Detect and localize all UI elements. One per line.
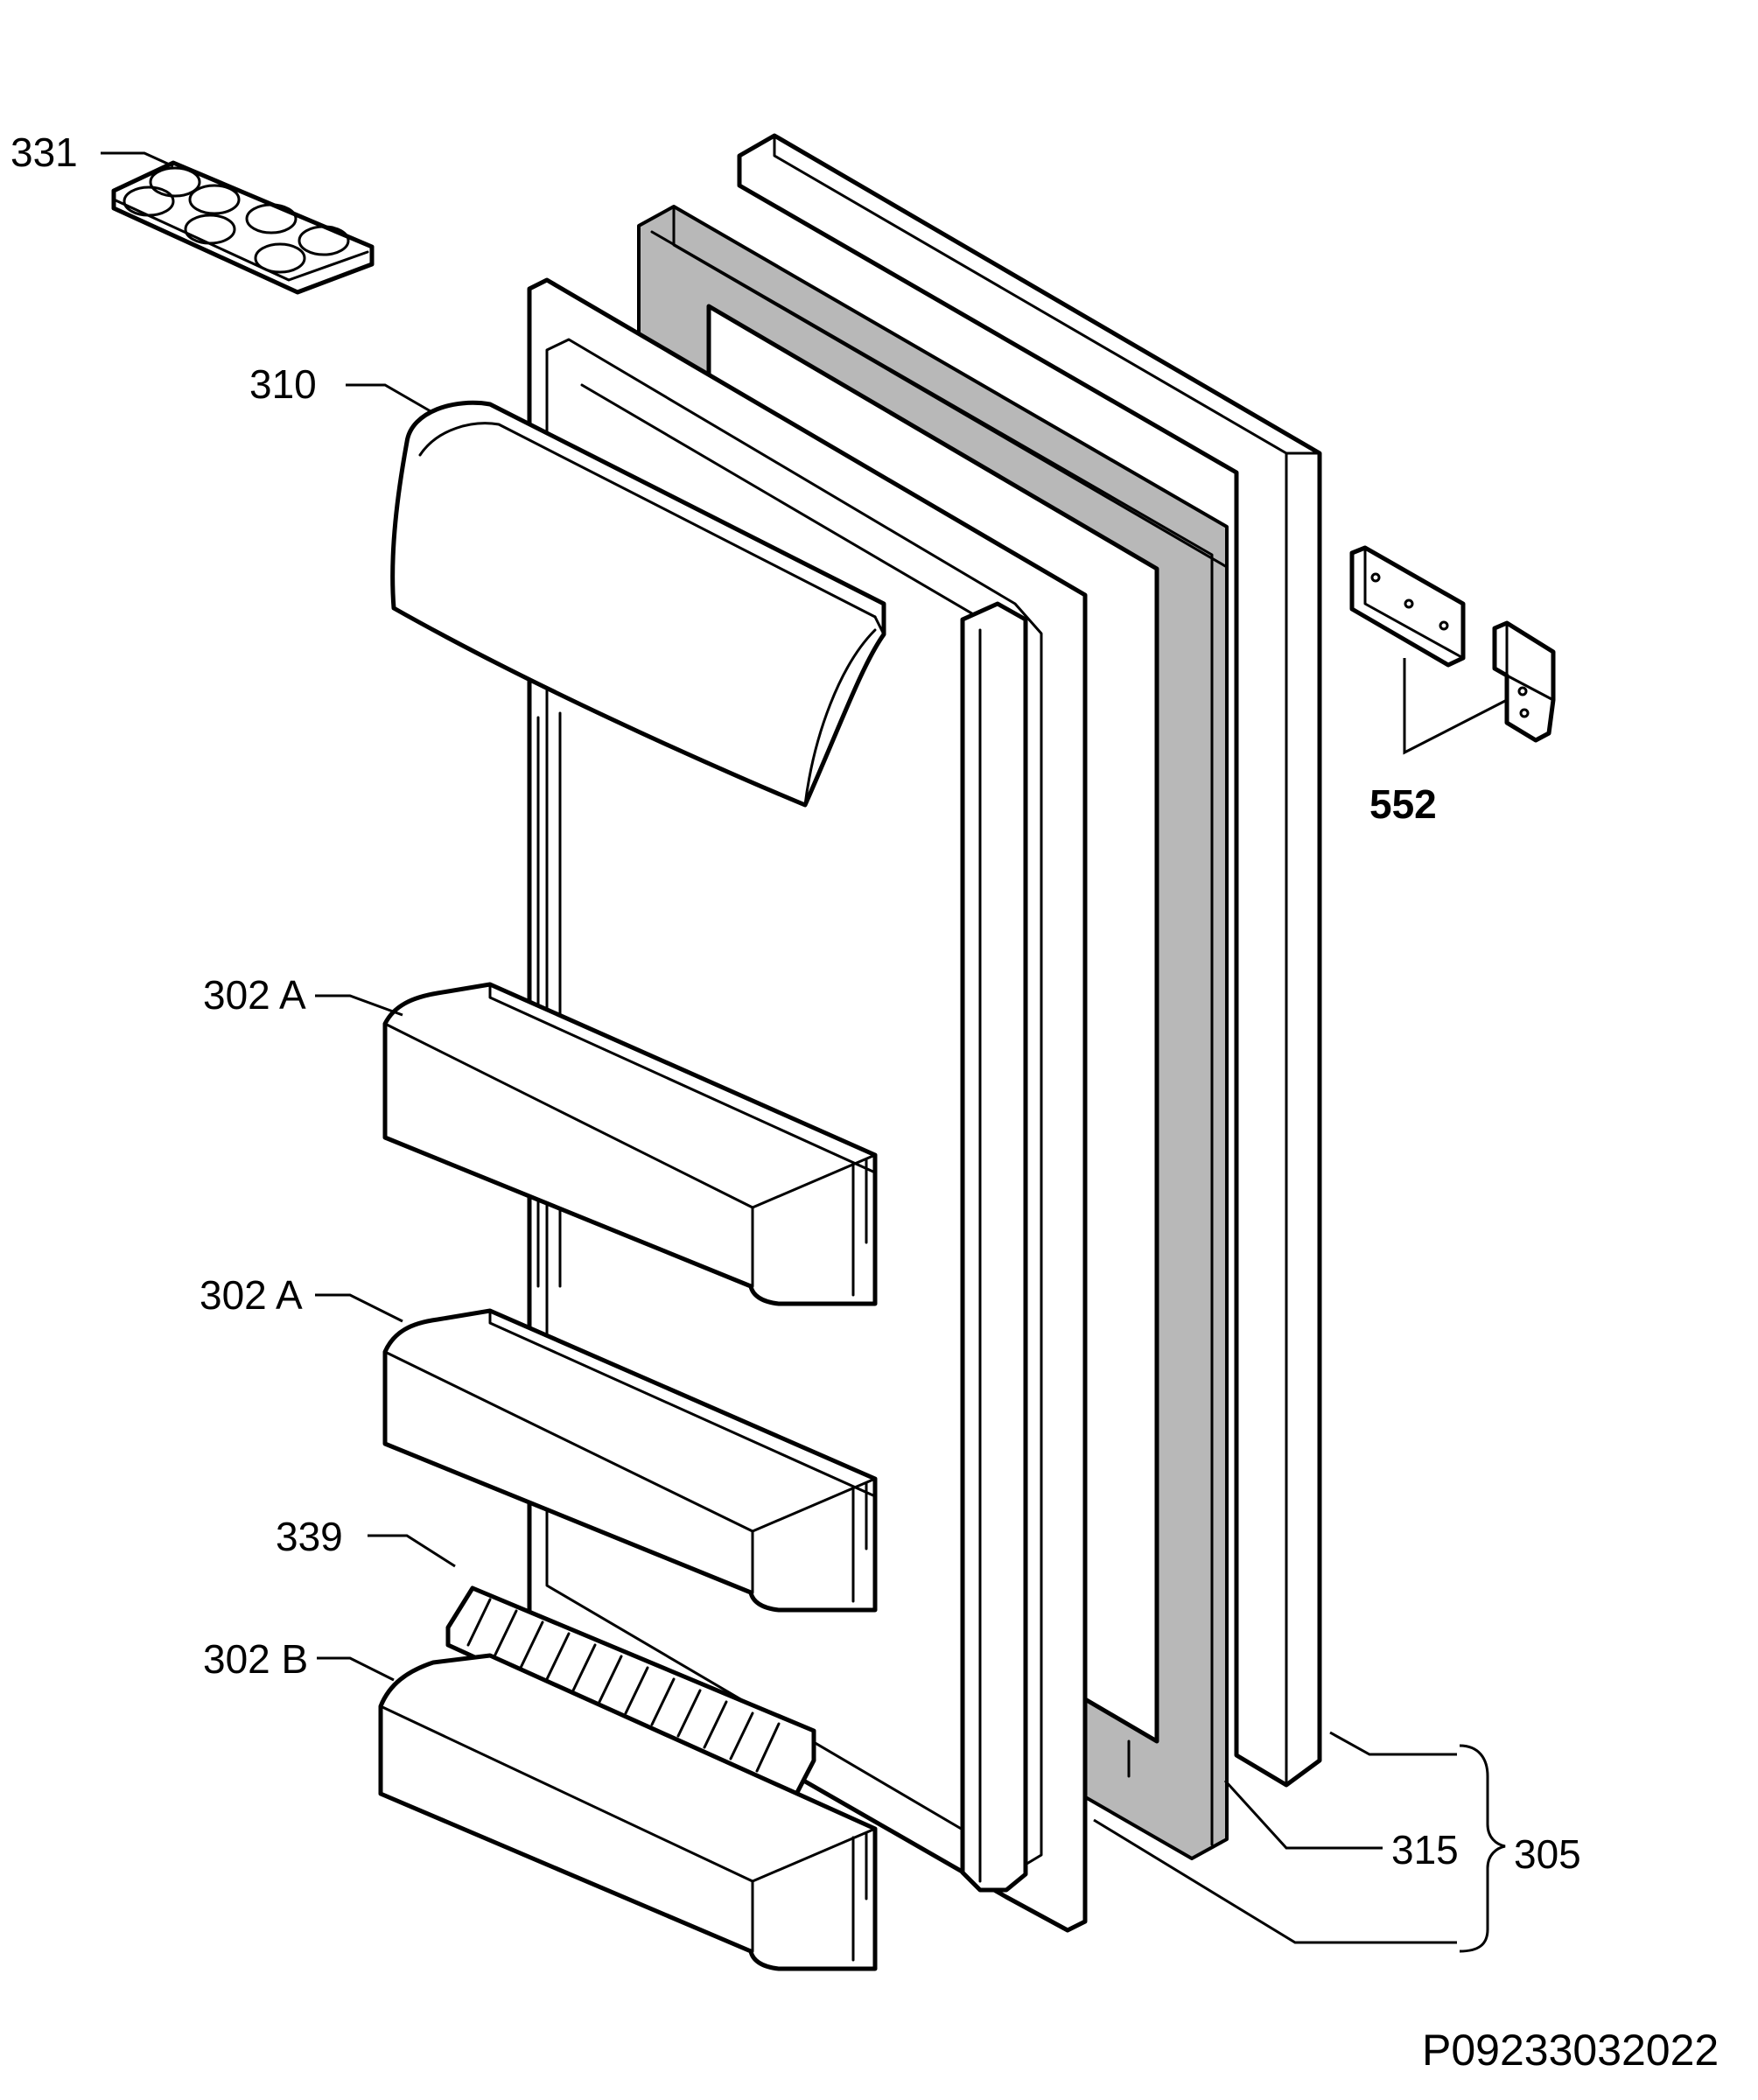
- dairy-shelf: [390, 400, 886, 808]
- hinge-set: [1349, 545, 1556, 743]
- leader-lines: [101, 151, 1508, 1953]
- door-shelf-middle: [382, 1308, 878, 1613]
- callout-552: 552: [1369, 781, 1437, 827]
- callout-302a-upper: 302 A: [203, 972, 306, 1018]
- callout-331: 331: [11, 130, 78, 175]
- drawing-code: P09233032022: [1422, 2026, 1719, 2075]
- outer-door-panel: [737, 133, 1322, 1788]
- callout-315: 315: [1391, 1827, 1459, 1872]
- egg-tray: [111, 160, 375, 295]
- bottle-retainer: [445, 1586, 816, 1805]
- callout-305: 305: [1514, 1831, 1581, 1877]
- door-shelf-upper: [382, 982, 878, 1306]
- callout-302b: 302 B: [203, 1636, 308, 1682]
- callout-302a-middle: 302 A: [200, 1272, 303, 1318]
- callout-339: 339: [276, 1514, 343, 1559]
- door-shelf-lower: [378, 1653, 878, 1971]
- callout-310: 310: [249, 361, 317, 407]
